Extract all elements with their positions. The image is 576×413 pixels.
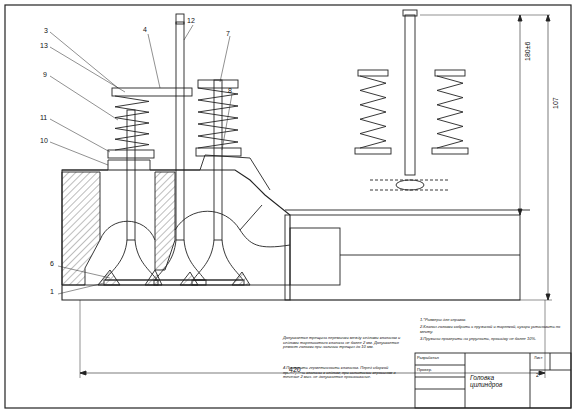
callout-number: 1 bbox=[50, 288, 54, 296]
callout-number: 8 bbox=[228, 87, 232, 95]
callout-number: 6 bbox=[50, 260, 54, 268]
valve-spring bbox=[115, 96, 149, 150]
title-cell: Лист bbox=[534, 356, 543, 361]
dimension: 107 bbox=[552, 96, 560, 110]
callout-number: 4 bbox=[143, 26, 147, 34]
note: 1.*Размеры для справок. bbox=[420, 318, 568, 323]
note: Допускается трещина перемычки между седл… bbox=[283, 336, 411, 350]
title-cell: Разработал bbox=[417, 356, 439, 361]
title-cell: Провер. bbox=[417, 368, 432, 373]
valve-spring bbox=[198, 88, 238, 148]
callout-number: 7 bbox=[226, 30, 230, 38]
callout-number: 10 bbox=[40, 137, 48, 145]
note: 2.Клапан головки собрать с пружиной и та… bbox=[420, 325, 568, 334]
callout-number: 3 bbox=[44, 27, 48, 35]
note: 4.Проверить герметичность клапанов. Пере… bbox=[283, 366, 411, 380]
dimension: 180±6 bbox=[524, 41, 532, 62]
callout-number: 9 bbox=[43, 71, 47, 79]
valve-spring bbox=[437, 76, 463, 148]
callout-number: 13 bbox=[40, 42, 48, 50]
callout-number: 11 bbox=[40, 114, 47, 122]
callout-number: 12 bbox=[187, 17, 195, 25]
valve-spring bbox=[360, 76, 386, 148]
sheet-number: 2 bbox=[536, 373, 539, 379]
note: 3.Пружины проверить на упругость, просад… bbox=[420, 337, 568, 342]
drawing-title: Головка цилиндров bbox=[470, 374, 528, 389]
